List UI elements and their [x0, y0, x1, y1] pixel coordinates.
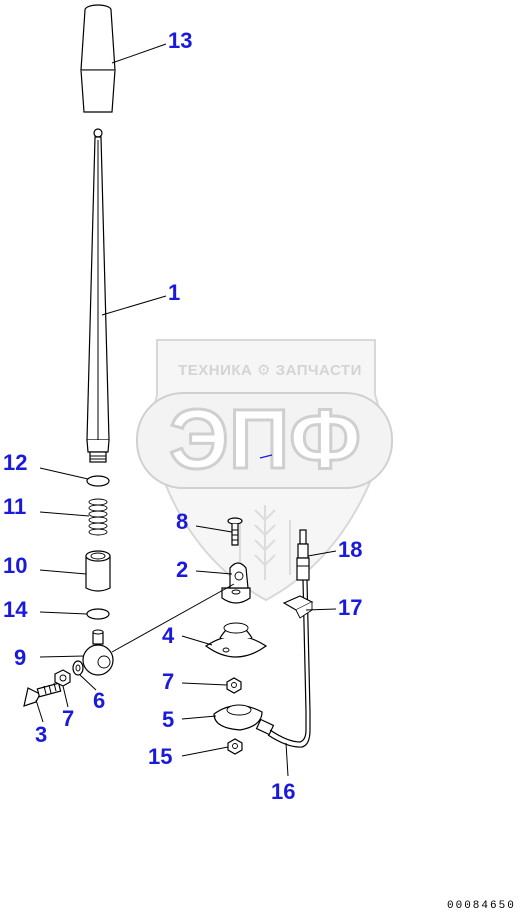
callout-6: 6	[93, 688, 105, 713]
part-3-wing-bolt	[23, 682, 62, 707]
watermark-big-text: ЭПФ	[169, 392, 361, 486]
leader-18	[307, 550, 337, 557]
part-6-washer	[72, 660, 84, 676]
leader-3	[35, 699, 44, 723]
callout-8: 8	[176, 509, 188, 534]
leader-14	[39, 611, 88, 615]
leader-4	[181, 635, 213, 646]
leader-2	[195, 570, 233, 575]
part-15-nut	[227, 738, 243, 755]
leader-1	[101, 295, 167, 316]
leader-7b	[181, 682, 228, 686]
leader-15	[181, 746, 229, 757]
part-7-nut-left	[54, 669, 71, 687]
callout-4: 4	[162, 623, 175, 648]
callouts: 13 1 12 11 10 14 9 3 7 6 8 2 4 7 5 15 16…	[3, 28, 362, 804]
leader-7a	[62, 685, 69, 708]
callout-10: 10	[3, 553, 27, 578]
part-8-screw	[227, 517, 243, 546]
callout-13: 13	[168, 28, 192, 53]
part-17-clip	[282, 595, 314, 619]
leader-12	[39, 467, 89, 480]
callout-16: 16	[271, 779, 295, 804]
part-9-ball-joint	[82, 629, 114, 676]
part-10-sleeve	[85, 550, 111, 592]
callout-1: 1	[168, 280, 180, 305]
callout-14: 14	[3, 597, 28, 622]
leader-10	[39, 569, 87, 575]
part-18-connector-plug	[296, 529, 310, 581]
part-1-antenna-whip	[86, 128, 110, 463]
part-7-nut-right	[226, 677, 242, 694]
leader-13	[111, 43, 167, 64]
watermark-top-text: ТЕХНИКА ⚙ ЗАПЧАСТИ	[178, 362, 362, 379]
watermark-wheat-icon	[239, 505, 291, 580]
leader-6	[79, 674, 97, 691]
callout-11: 11	[3, 494, 26, 519]
leader-17	[305, 608, 337, 611]
part-4-base-cover	[204, 622, 268, 658]
callout-15: 15	[148, 744, 172, 769]
callout-3: 3	[35, 722, 47, 747]
part-13-antenna-cap	[80, 4, 116, 113]
part-12-o-ring	[86, 475, 110, 487]
part-16-cable	[267, 579, 311, 748]
part-5-cable-base	[213, 704, 275, 736]
leader-5	[181, 715, 217, 720]
callout-12: 12	[3, 450, 27, 475]
callout-9: 9	[14, 645, 26, 670]
leader-11	[39, 511, 90, 517]
callout-7-right: 7	[162, 669, 174, 694]
part-11-spring	[88, 498, 108, 536]
callout-5: 5	[162, 707, 174, 732]
watermark: ТЕХНИКА ⚙ ЗАПЧАСТИ ЭПФ	[136, 339, 393, 602]
callout-7-left: 7	[62, 706, 74, 731]
figure-number: 00084650	[447, 900, 516, 912]
leader-9-to-2	[111, 583, 235, 653]
leader-9	[39, 655, 85, 658]
callout-18: 18	[338, 537, 362, 562]
leader-8	[195, 525, 233, 533]
part-14-o-ring	[86, 608, 110, 620]
callout-17: 17	[338, 595, 362, 620]
watermark-mark	[259, 454, 273, 459]
part-2-bracket	[221, 562, 251, 604]
leader-lines	[35, 43, 337, 777]
watermark-banner	[136, 392, 393, 489]
callout-2: 2	[176, 557, 188, 582]
leader-16	[285, 742, 289, 777]
